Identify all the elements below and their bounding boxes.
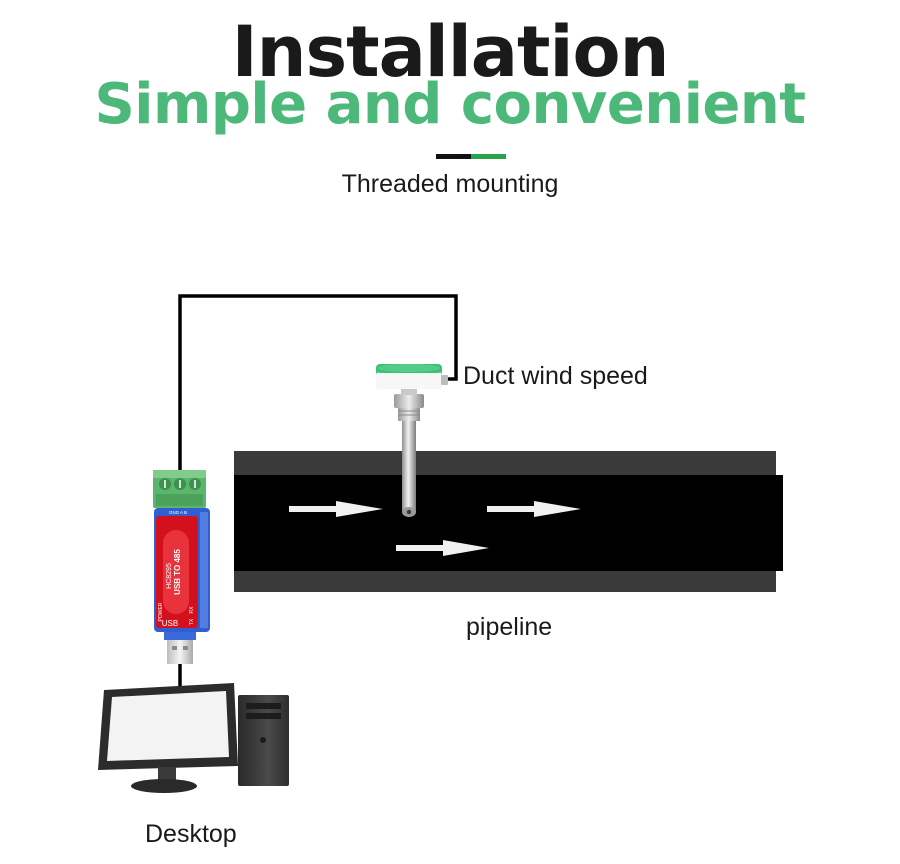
sensor-housing-band xyxy=(376,372,442,389)
sensor-neck xyxy=(401,388,417,395)
signal-wire xyxy=(178,294,458,470)
sensor-label: Duct wind speed xyxy=(463,362,648,390)
usb-to-485-converter: HC8295 USB TO 485 POWER RX TX GND A B US… xyxy=(153,470,210,664)
converter-rx-text: RX xyxy=(189,606,195,614)
converter-model-text: HC8295 xyxy=(166,563,173,589)
airflow-arrow-icon xyxy=(289,501,383,517)
sensor-tip-hole xyxy=(406,509,412,515)
title-divider xyxy=(436,154,506,159)
converter-function-text: USB TO 485 xyxy=(173,549,182,595)
divider-green-segment xyxy=(471,154,506,159)
airflow-arrow-icon xyxy=(487,501,581,517)
sensor-thread xyxy=(398,407,420,421)
caption: Threaded mounting xyxy=(341,170,559,198)
airflow-arrows xyxy=(289,501,581,556)
airflow-arrow-icon xyxy=(396,540,489,556)
usb-plug xyxy=(167,640,193,664)
divider-dark-segment xyxy=(436,154,471,159)
monitor-neck xyxy=(158,767,176,781)
sensor-rod xyxy=(402,420,416,512)
title: Installation xyxy=(231,11,670,93)
pipeline xyxy=(234,451,783,592)
usb-plug-collar xyxy=(164,632,196,640)
sensor-nut xyxy=(394,394,424,408)
duct-wind-speed-sensor: Duct wind speed xyxy=(376,362,648,517)
desktop-computer xyxy=(98,683,289,793)
pipeline-label: pipeline xyxy=(466,613,552,641)
converter-tx-text: TX xyxy=(189,618,195,625)
pipe-interior xyxy=(234,475,783,571)
converter-usb-text: USB xyxy=(162,619,178,628)
subtitle: Simple and convenient xyxy=(94,72,806,137)
monitor-stand xyxy=(131,779,197,793)
sensor-housing-top xyxy=(378,364,440,372)
converter-pins-text: GND A B xyxy=(169,510,187,515)
monitor-screen xyxy=(107,691,229,761)
sensor-cable-gland xyxy=(441,375,448,385)
converter-power-text: POWER xyxy=(158,602,164,621)
computer-label: Desktop xyxy=(145,820,237,848)
pipe-bottom-wall xyxy=(234,570,776,592)
pipe-top-wall xyxy=(234,451,776,475)
